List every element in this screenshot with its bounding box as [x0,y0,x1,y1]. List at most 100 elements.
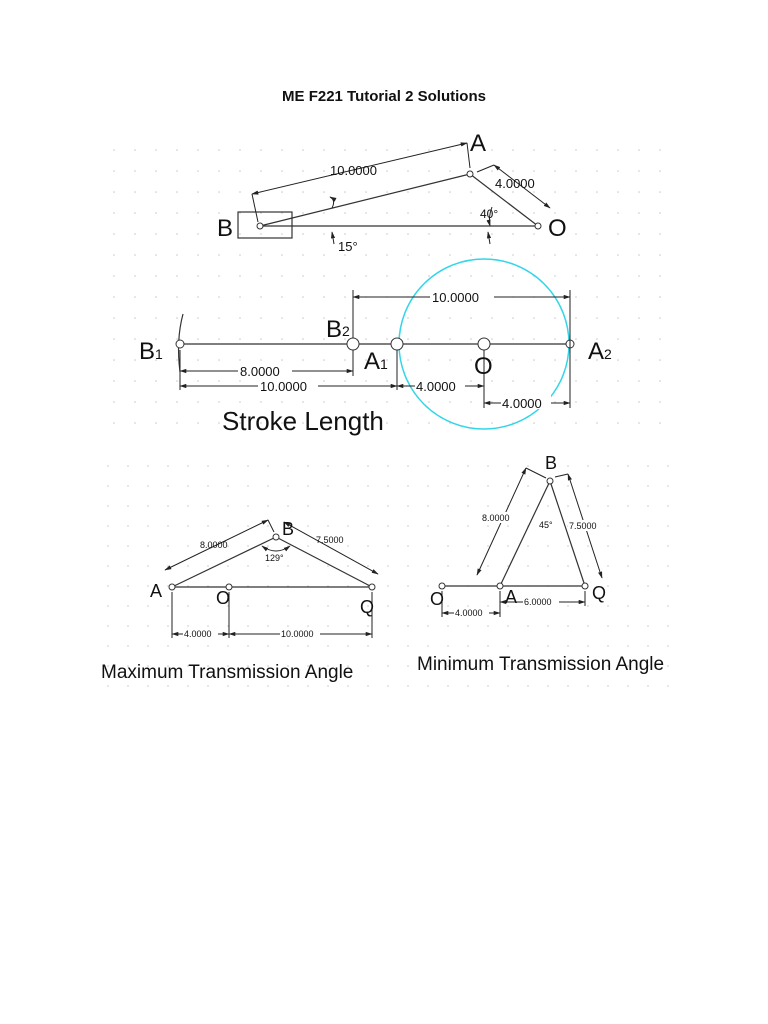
grid-dot [387,605,389,607]
grid-dot [323,212,325,214]
grid-dot [596,149,598,151]
grid-dot [134,233,136,235]
grid-dot [491,317,493,319]
grid-dot [567,625,569,627]
grid-dot [113,380,115,382]
grid-dot [617,401,619,403]
grid-dot [554,338,556,340]
grid-dot [527,545,529,547]
label-bg [568,520,602,531]
grid-dot [107,565,109,567]
grid-dot [596,170,598,172]
extension-line [251,193,259,223]
grid-dot [307,565,309,567]
grid-dot [617,317,619,319]
link-BQ [549,480,586,587]
grid-dot [323,401,325,403]
grid-dot [197,254,199,256]
grid-dot [187,665,189,667]
grid-dot [567,685,569,687]
point-B-label: B [217,215,233,242]
page-title: ME F221 Tutorial 2 Solutions [282,88,486,105]
grid-dot [575,212,577,214]
grid-dot [507,525,509,527]
label-bg [238,363,292,377]
grid-dot [387,525,389,527]
grid-dot [155,233,157,235]
angle-arrow-crank [486,231,492,245]
grid-dot [147,565,149,567]
extension-line [476,164,495,173]
grid-dot [134,422,136,424]
dim-AO-label: 4.0000 [184,629,212,639]
grid-dot [197,170,199,172]
grid-dot [344,149,346,151]
grid-dot [344,275,346,277]
grid-dot [407,401,409,403]
grid-dot [227,505,229,507]
grid-dot [667,545,669,547]
grid-dot [218,317,220,319]
grid-dot [627,665,629,667]
grid-dot [113,338,115,340]
grid-dot [427,645,429,647]
extension-line [466,142,471,169]
pin-A [466,170,474,178]
grid-dot [287,685,289,687]
grid-dot [512,254,514,256]
dimension-AB [251,142,468,195]
grid-dot [147,645,149,647]
grid-dot [197,422,199,424]
grid-dot [197,380,199,382]
grid-dot [155,317,157,319]
grid-dot [207,465,209,467]
grid-dot [127,485,129,487]
grid-dot [487,665,489,667]
grid-dot [367,685,369,687]
grid-dot [227,465,229,467]
label-bg [501,395,551,409]
connecting-rod [259,173,471,227]
grid-dot [113,149,115,151]
grid-dot [239,191,241,193]
grid-dot [447,645,449,647]
grid-dot [367,485,369,487]
grid-dot [239,170,241,172]
grid-dot [386,212,388,214]
grid-dot [596,422,598,424]
grid-dot [447,625,449,627]
grid-dot [627,465,629,467]
grid-dot [387,485,389,487]
grid-dot [507,605,509,607]
grid-dot [607,605,609,607]
grid-dot [659,359,661,361]
grid-dot [167,585,169,587]
dim-AQ-label: 6.0000 [524,597,552,607]
point-B-label: B [545,453,557,473]
grid-dot [467,605,469,607]
grid-dot [507,685,509,687]
grid-dot [596,233,598,235]
grid-dot [659,317,661,319]
grid-dot [207,625,209,627]
grid-dot [567,605,569,607]
grid-dot [467,665,469,667]
grid-dot [387,505,389,507]
grid-dot [407,485,409,487]
label-bg [415,378,465,392]
grid-dot [533,233,535,235]
grid-dot [507,645,509,647]
grid-dot [367,525,369,527]
grid-dot [447,685,449,687]
label-bg [454,608,489,618]
grid-dot [327,665,329,667]
grid-dot [197,191,199,193]
grid-dot [227,685,229,687]
grid-dot [427,485,429,487]
pin-B [272,533,280,541]
grid-dot [267,685,269,687]
grid-dot [647,585,649,587]
point-A-label: A [505,587,517,607]
grid-dot [260,170,262,172]
grid-dot [387,545,389,547]
